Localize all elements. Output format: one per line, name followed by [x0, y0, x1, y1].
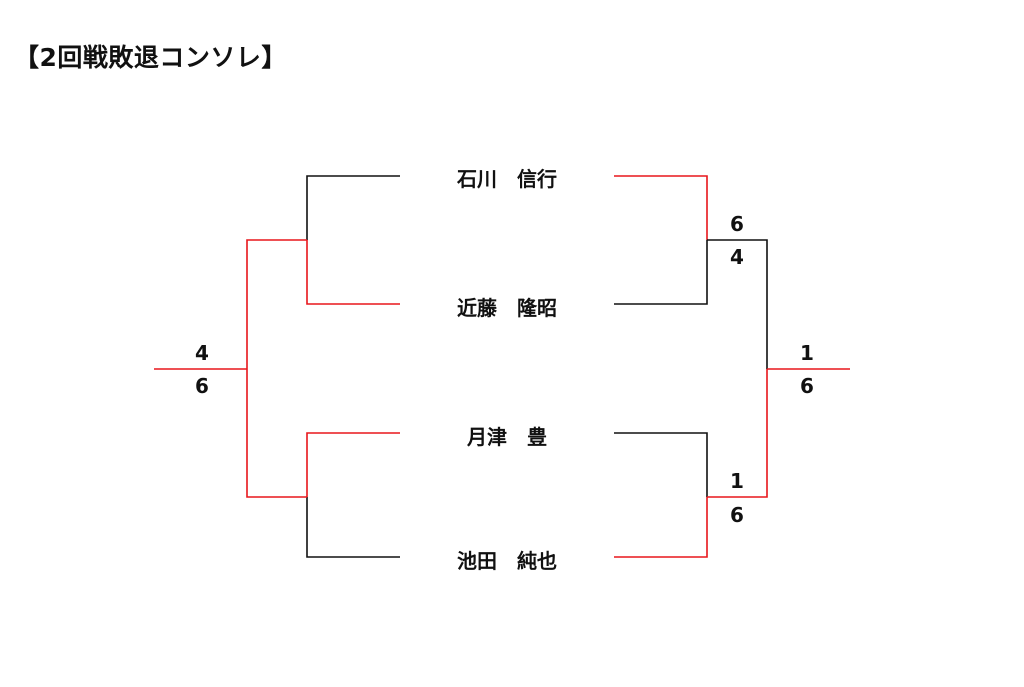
player-name: 石川 信行	[457, 167, 557, 191]
left-final-bottom-line	[246, 369, 307, 498]
right-semi1-score-bottom: 4	[730, 245, 744, 269]
player-name: 池田 純也	[457, 549, 557, 573]
right-semi2-score-top: 1	[730, 469, 744, 493]
left-final-top-line	[246, 239, 307, 369]
right-semi2-top-line	[614, 432, 708, 497]
left-semi1-bottom-line	[306, 240, 400, 305]
player-name: 月津 豊	[467, 425, 547, 449]
right-semi2-bottom-line	[614, 497, 708, 558]
right-final-top-line	[707, 239, 768, 369]
player-name: 近藤 隆昭	[457, 296, 557, 320]
left-final-score-bottom: 6	[195, 374, 209, 398]
right-semi1-top-line	[614, 175, 708, 240]
left-semi2-bottom-line	[306, 497, 400, 558]
right-semi2-score-bottom: 6	[730, 503, 744, 527]
right-semi1-bottom-line	[614, 240, 708, 305]
page-title: 【2回戦敗退コンソレ】	[14, 43, 287, 72]
right-final-bottom-line	[707, 369, 768, 498]
right-final-score-top: 1	[800, 341, 814, 365]
right-final-score-bottom: 6	[800, 374, 814, 398]
right-semi1-score-top: 6	[730, 212, 744, 236]
left-semi2-top-line	[306, 432, 400, 497]
left-final-score-top: 4	[195, 341, 209, 365]
left-semi1-top-line	[306, 175, 400, 240]
